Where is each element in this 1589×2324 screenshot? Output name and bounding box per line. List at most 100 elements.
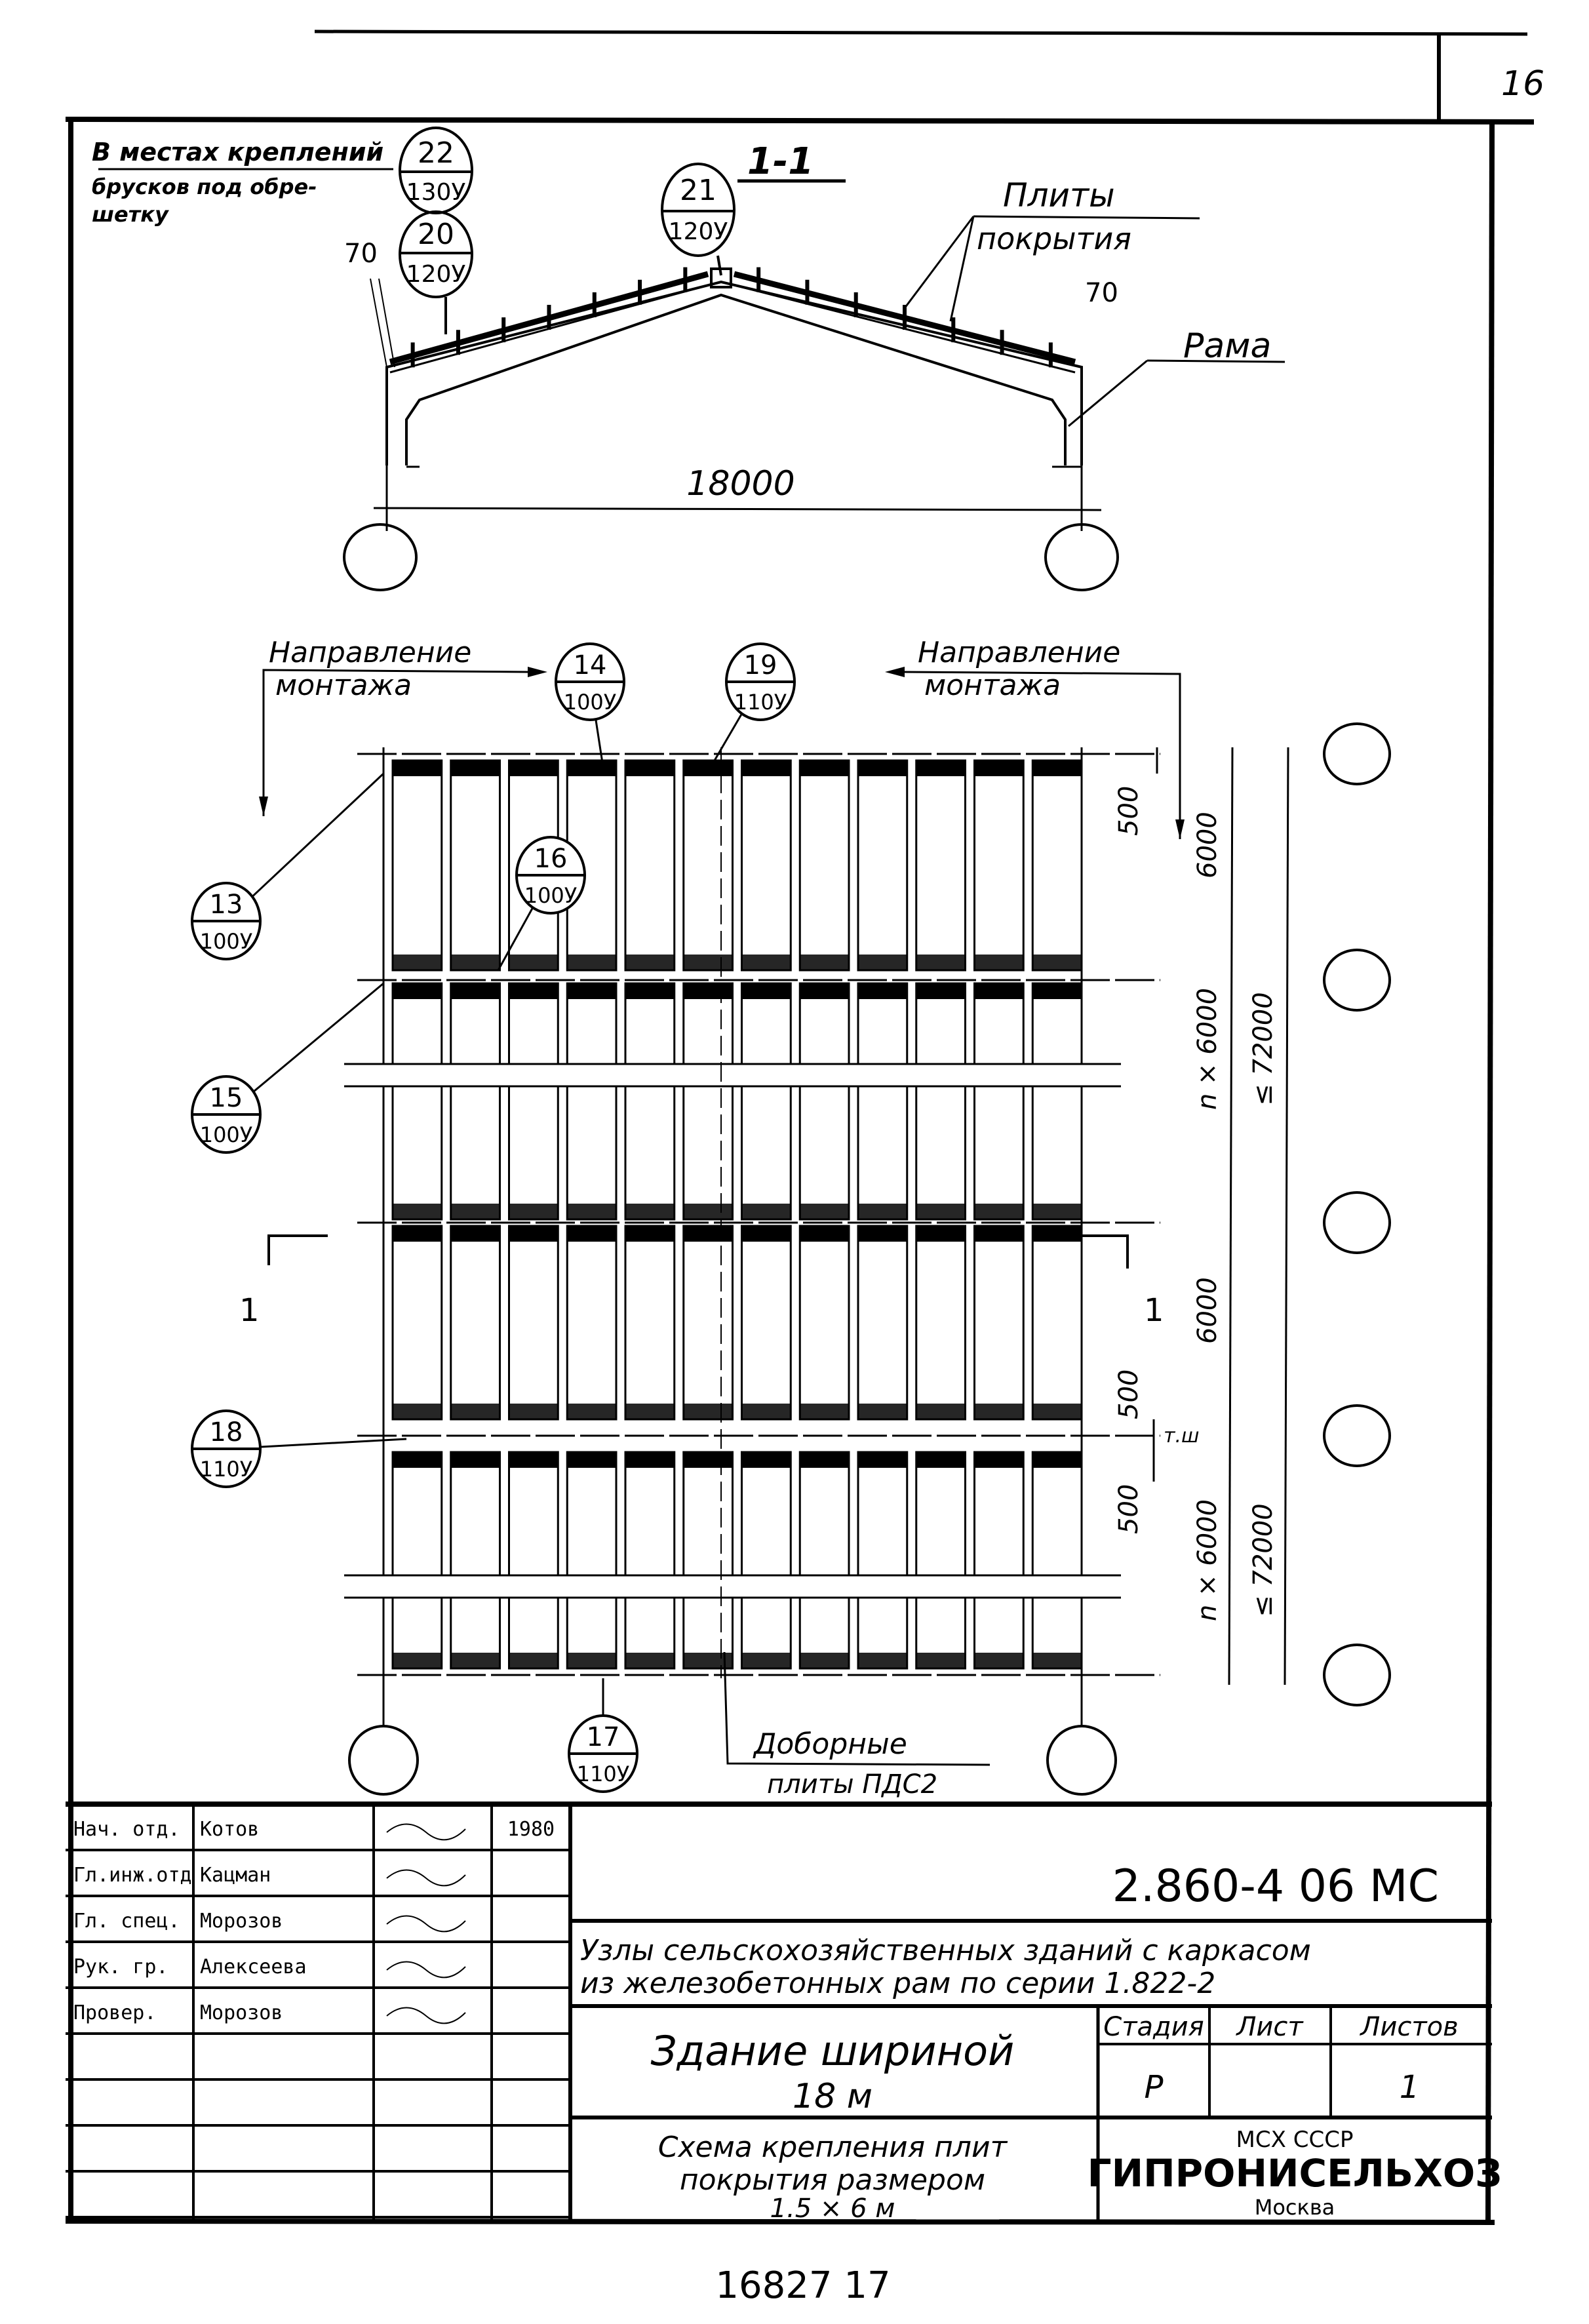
dim-6000-mid: 6000 (1192, 1277, 1223, 1344)
roof-plate (624, 982, 676, 1221)
roof-plate (973, 982, 1025, 1221)
plate-end-rib (858, 1404, 907, 1419)
roof-plate (798, 982, 850, 1221)
roof-plate (566, 1225, 618, 1421)
svg-text:20: 20 (418, 218, 454, 251)
svg-text:21: 21 (680, 174, 716, 207)
plate-end-rib (509, 1404, 559, 1419)
plate-end-rib (509, 1452, 559, 1468)
plate-end-rib (858, 1226, 907, 1242)
staff-date: 1980 (507, 1818, 555, 1841)
plate-end-rib (393, 1204, 442, 1219)
plate-end-rib (1032, 1452, 1082, 1468)
svg-text:монтажа: монтажа (924, 669, 1061, 702)
callout-sheet-ref: 100У (200, 929, 253, 954)
plate-end-rib (509, 1204, 559, 1219)
eave-offset-right: 70 (1085, 278, 1118, 308)
callout-21: 21 120У (661, 163, 736, 276)
roof-plate (857, 759, 909, 972)
section-title: 1-1 (747, 140, 814, 183)
dim-500-mid-a: 500 (1114, 1369, 1144, 1419)
plate-end-rib (858, 760, 907, 776)
dim-n6000-a: n × 6000 (1192, 988, 1223, 1110)
roof-plate (391, 982, 443, 1221)
staff-role: Гл.инж.отд (73, 1864, 192, 1887)
plate-end-rib (509, 760, 559, 776)
roof-plate (857, 1451, 909, 1670)
staff-row: Гл. спец.Морозов (73, 1910, 466, 1933)
callout-sheet-ref: 110У (734, 690, 787, 715)
sheets-value: 1 (1400, 2069, 1420, 2106)
section-mark-left: 1 (239, 1234, 328, 1329)
roof-plate (391, 1451, 443, 1670)
roof-plate (1031, 1225, 1083, 1421)
plate-ribs (410, 267, 1053, 368)
plate-end-rib (741, 1404, 791, 1419)
plate-end-rib (916, 1226, 966, 1242)
plate-end-rib (916, 1452, 966, 1468)
sheets-header: Листов (1359, 2012, 1458, 2042)
plate-end-rib (625, 1204, 675, 1219)
plate-end-rib (509, 1653, 559, 1668)
plate-end-rib (916, 955, 966, 970)
extra-plates-label: Доборные плиты ПДС2 (723, 1651, 991, 1800)
plate-end-rib (625, 1226, 675, 1242)
sheet-frame (65, 30, 1535, 2225)
label-plates-1: Плиты (1003, 176, 1115, 214)
page-number: 16 (1501, 64, 1544, 104)
plate-end-rib (1032, 1653, 1082, 1668)
roof-plate (973, 759, 1025, 972)
plate-end-rib (800, 1653, 849, 1668)
plate-end-rib (916, 760, 966, 776)
dim-n6000-b: n × 6000 (1192, 1499, 1223, 1621)
direction-left: Направление монтажа (259, 636, 547, 816)
plate-end-rib (567, 1226, 616, 1242)
svg-text:монтажа: монтажа (275, 669, 412, 702)
plate-end-rib (393, 983, 442, 999)
plate-end-rib (393, 1452, 442, 1468)
plate-end-rib (741, 955, 791, 970)
roof-plate (798, 759, 850, 972)
signature (386, 1915, 466, 1933)
roof-plate (682, 982, 734, 1221)
signature (386, 1823, 466, 1841)
svg-text:120У: 120У (669, 218, 728, 245)
plate-end-rib (800, 983, 849, 999)
roof-plate (450, 1451, 501, 1670)
plate-end-rib (393, 760, 442, 776)
plate-end-rib (974, 1226, 1024, 1242)
svg-text:1: 1 (1144, 1292, 1164, 1329)
callout-node-number: 19 (744, 650, 777, 680)
callout-22: 22 130У (399, 127, 473, 214)
frame-outline (385, 280, 1083, 468)
dim-500-top: 500 (1114, 786, 1144, 836)
svg-text:130У: 130У (406, 179, 466, 206)
axis-bubble (1044, 523, 1119, 591)
plate-end-rib (741, 1204, 791, 1219)
callout-node-number: 18 (210, 1417, 243, 1448)
signature (386, 1961, 466, 1979)
roof-plate (915, 759, 966, 972)
dim-max72000-a: ≤ 72000 (1248, 992, 1278, 1105)
plate-end-rib (1032, 955, 1082, 970)
plate-end-rib (1032, 1226, 1082, 1242)
plate-end-rib (800, 1226, 849, 1242)
plate-end-rib (858, 983, 907, 999)
callout-19: 19 110У (713, 642, 796, 761)
svg-text:Направление: Направление (269, 636, 471, 669)
plate-end-rib (509, 955, 559, 970)
roof-plate (450, 982, 501, 1221)
plate-end-rib (683, 1226, 733, 1242)
stage-value: Р (1145, 2069, 1164, 2106)
axis-bubble (1323, 722, 1391, 785)
plate-end-rib (974, 1653, 1024, 1668)
roof-plate (915, 1225, 966, 1421)
callout-node-number: 16 (534, 844, 568, 874)
roof-plate (857, 982, 909, 1221)
plate-end-rib (683, 760, 733, 776)
plate-end-rib (741, 1226, 791, 1242)
